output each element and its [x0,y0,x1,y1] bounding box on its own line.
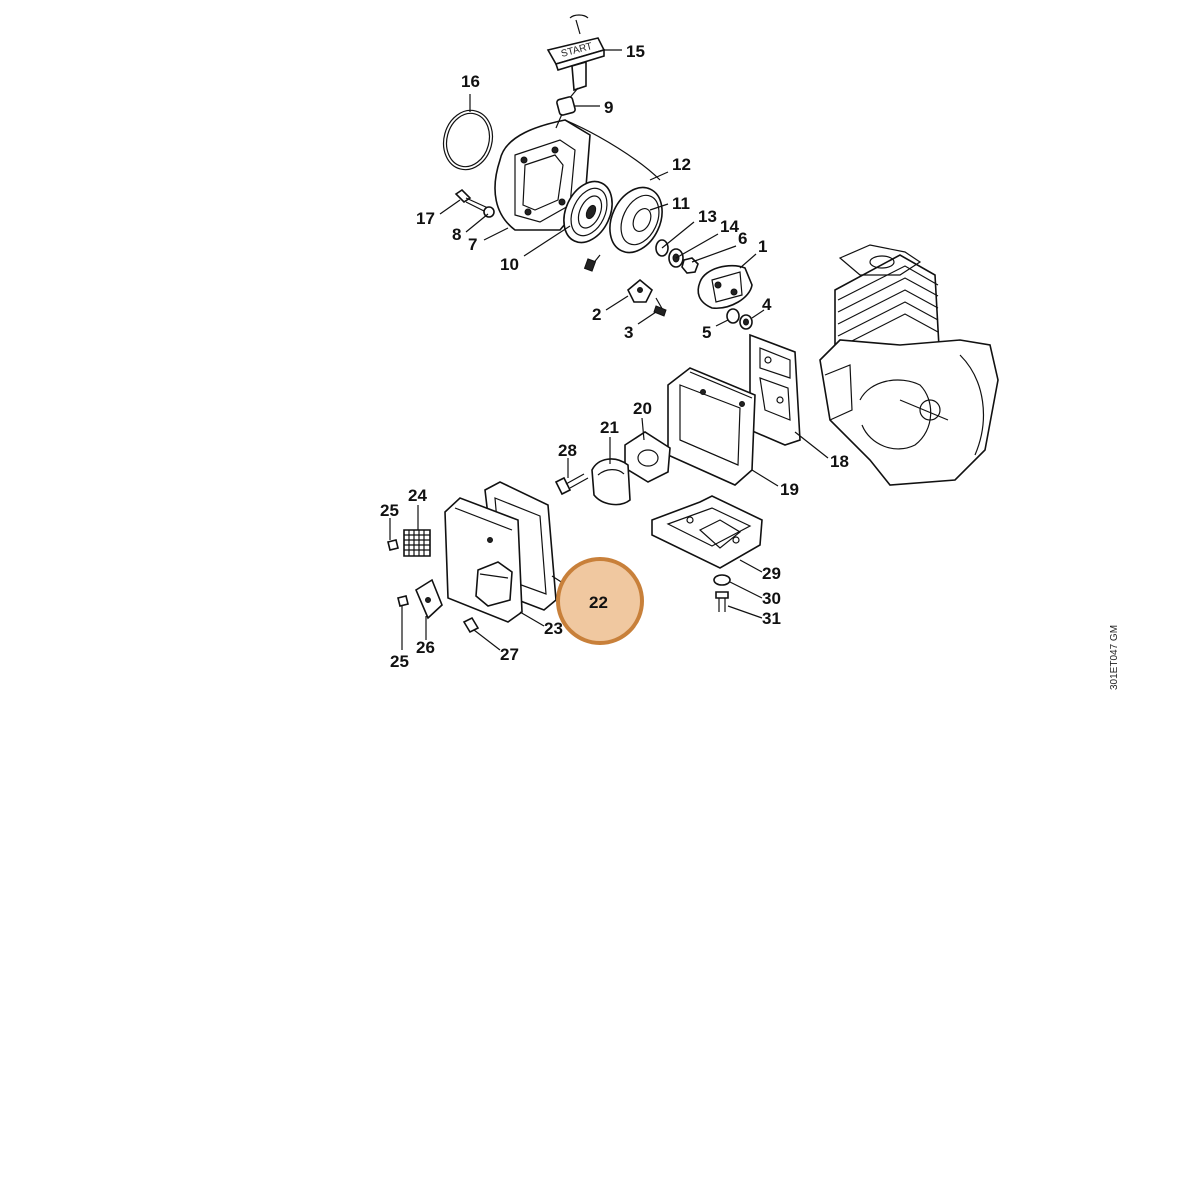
label-part-25-lower[interactable]: 25 [390,652,409,671]
label-part-17[interactable]: 17 [416,209,435,228]
leader-lines [389,49,829,651]
part-10-rewind-spring [563,180,613,244]
part-25-screw-upper [387,539,399,551]
label-part-20[interactable]: 20 [633,399,652,418]
label-part-11[interactable]: 11 [672,194,690,213]
part-27-screw [462,616,480,634]
part-23-end-cover [444,497,523,623]
label-part-10[interactable]: 10 [500,255,519,274]
part-7-fan-housing [494,119,661,231]
part-30-washer [713,574,731,586]
label-part-24[interactable]: 24 [408,486,427,505]
label-part-2[interactable]: 2 [592,305,601,324]
label-part-27[interactable]: 27 [500,645,519,664]
label-part-7[interactable]: 7 [468,235,477,254]
label-part-18[interactable]: 18 [830,452,849,471]
label-part-21[interactable]: 21 [600,418,619,437]
label-part-25-upper[interactable]: 25 [380,501,399,520]
part-2-pawl [627,278,653,303]
label-part-16[interactable]: 16 [461,72,480,91]
label-part-3[interactable]: 3 [624,323,633,342]
part-17-screw [454,188,489,213]
label-part-5[interactable]: 5 [702,323,711,342]
drawing-code: 301ET047 GM [1109,625,1120,690]
part-29-plate [651,495,763,569]
engine-cylinder-crankcase [819,244,999,486]
label-part-28[interactable]: 28 [558,441,577,460]
label-part-13[interactable]: 13 [698,207,717,226]
label-part-29[interactable]: 29 [762,564,781,583]
part-16-ring [442,109,494,171]
part-1-ignition-module [697,264,753,309]
label-part-15[interactable]: 15 [626,42,645,61]
part-25-screw-lower [397,595,409,607]
label-part-4[interactable]: 4 [762,295,772,314]
label-part-14[interactable]: 14 [720,217,739,236]
part-labels: 15 16 9 12 11 13 14 6 1 17 8 7 10 2 3 4 … [380,42,849,671]
label-part-19[interactable]: 19 [780,480,799,499]
label-part-1[interactable]: 1 [758,237,767,256]
label-part-26[interactable]: 26 [416,638,435,657]
label-part-8[interactable]: 8 [452,225,461,244]
part-15-starter-grip: START [546,14,606,92]
label-part-22[interactable]: 22 [589,593,608,612]
part-31-screw [715,591,729,612]
part-18-gasket [749,333,801,446]
starter-assembly: START [442,14,753,330]
part-3-spring [653,297,667,317]
part-24-spark-screen [403,529,431,557]
label-part-12[interactable]: 12 [672,155,691,174]
label-part-6[interactable]: 6 [738,229,747,248]
label-part-9[interactable]: 9 [604,98,613,117]
label-part-23[interactable]: 23 [544,619,563,638]
label-part-31[interactable]: 31 [762,609,781,628]
part-20-gasket [624,431,671,483]
label-part-30[interactable]: 30 [762,589,781,608]
part-9-bushing [555,87,579,129]
part-19-muffler-housing [667,367,756,486]
part-5-washer [726,308,740,324]
part-28-screw [554,473,589,496]
part-26-plate [414,578,443,620]
part-21-deflector [591,458,631,506]
part-11-rope-rotor [583,186,663,272]
highlight-marker[interactable] [556,557,644,645]
